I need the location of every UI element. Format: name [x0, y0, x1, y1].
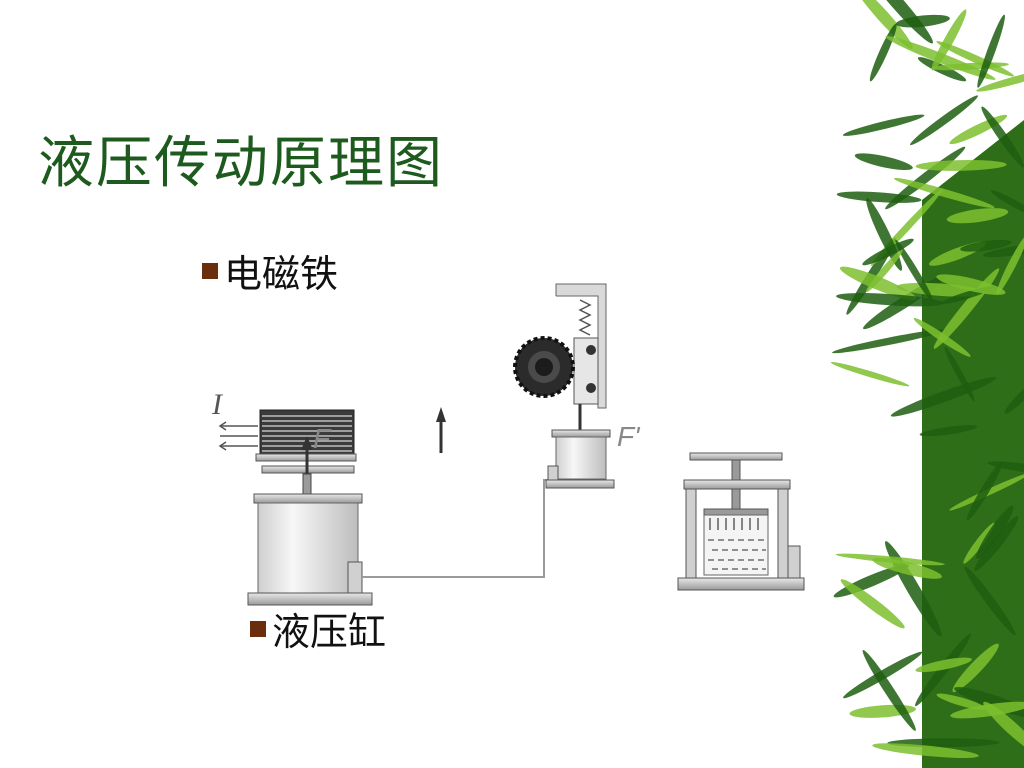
bamboo-leaf	[964, 566, 1016, 636]
bullet-hydraulic-cylinder: 液压缸	[250, 601, 386, 656]
bamboo-leaf	[966, 461, 1003, 521]
bamboo-leaf	[853, 0, 913, 49]
bamboo-leaf	[960, 239, 1012, 252]
bamboo-leaf	[890, 376, 997, 417]
bamboo-leaf	[860, 0, 933, 44]
bamboo-leaf	[915, 160, 1007, 171]
bamboo-leaf	[952, 643, 999, 693]
force-label: F	[313, 423, 332, 454]
bamboo-leaf	[840, 579, 905, 629]
bamboo-leaf	[862, 649, 916, 731]
bamboo-leaf	[836, 293, 944, 307]
bamboo-leaf	[976, 505, 1014, 559]
bamboo-leaf	[839, 266, 917, 301]
bullet-electromagnet: 电磁铁	[202, 243, 338, 298]
bamboo-leaf	[974, 516, 1019, 571]
reaction-force-label: F'	[617, 421, 641, 452]
bamboo-leaf	[865, 249, 903, 293]
bamboo-leaf	[835, 553, 945, 566]
bullet-square-icon	[250, 620, 266, 637]
bamboo-leaf	[919, 425, 978, 437]
bamboo-leaf	[981, 106, 1024, 168]
bullet-square-icon	[202, 262, 218, 279]
bullet-label-hydraulic-cylinder: 液压缸	[272, 610, 387, 654]
bamboo-leaf	[885, 35, 996, 80]
bamboo-leaf	[976, 69, 1024, 92]
right-small-cylinder	[545, 429, 615, 489]
bamboo-leaf	[869, 23, 897, 82]
hydraulic-press	[677, 452, 805, 591]
rack-and-gear-mechanism	[513, 283, 607, 458]
current-arrows	[218, 421, 258, 451]
bamboo-leaf	[872, 743, 979, 758]
bamboo-leaf	[836, 191, 922, 203]
bamboo-leaf	[832, 329, 947, 354]
bamboo-leaf	[936, 41, 1014, 77]
bamboo-leaf	[854, 153, 913, 171]
bamboo-leaf	[990, 190, 1024, 217]
bamboo-leaf	[936, 693, 986, 710]
bamboo-leaf	[915, 657, 972, 673]
bamboo-leaf	[977, 14, 1005, 88]
bamboo-leaf	[946, 208, 1009, 224]
bamboo-leaf	[950, 701, 1024, 719]
bamboo-leaf	[894, 177, 995, 209]
bamboo-leaf	[936, 274, 1006, 295]
bullet-label-electromagnet: 电磁铁	[224, 252, 339, 296]
bamboo-leaf	[830, 361, 910, 387]
bamboo-leaf	[949, 472, 1024, 511]
current-label: I	[211, 388, 224, 421]
force-arrow-middle	[436, 407, 446, 453]
bamboo-leaf	[862, 238, 914, 266]
bamboo-leaf	[872, 557, 942, 579]
left-hydraulic-cylinder	[247, 473, 373, 606]
bamboo-leaf	[915, 633, 971, 707]
bamboo-leaf	[913, 317, 971, 357]
bamboo-leaf	[963, 522, 995, 564]
bamboo-leaf	[910, 95, 979, 146]
slide-title: 液压传动原理图	[38, 131, 444, 196]
bamboo-leaf	[842, 114, 925, 136]
bamboo-leaf	[996, 234, 1024, 295]
bamboo-leaf	[895, 239, 934, 302]
